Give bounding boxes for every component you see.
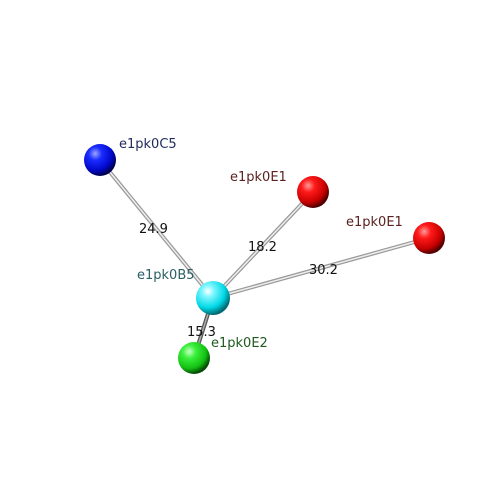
bond-center-c5-highlight [99,159,214,299]
atom-label-c5: e1pk0C5 [119,137,177,152]
atoms [84,144,445,374]
atom-label-e1b: e1pk0E1 [346,215,403,230]
atom-label-e1a: e1pk0E1 [230,170,287,185]
bond-center-e1a-highlight [212,191,314,299]
atom-center[interactable] [196,281,230,315]
distance-label-e1a: 18.2 [248,240,277,255]
atom-c5[interactable] [84,144,116,176]
atom-e2[interactable] [178,342,210,374]
bond-center-e1b-highlight [212,237,430,299]
atom-labels: e1pk0C5 e1pk0E1 e1pk0E1 e1pk0B5 e1pk0E2 [119,137,403,351]
distance-label-e1b: 30.2 [309,263,338,278]
bonds [98,158,431,360]
distance-label-c5: 24.9 [139,222,168,237]
atom-label-center: e1pk0B5 [137,268,195,283]
atom-e1a[interactable] [297,176,329,208]
atom-label-e2: e1pk0E2 [211,336,268,351]
distance-labels: 24.9 18.2 30.2 15.3 [139,222,338,340]
distance-label-e2: 15.3 [187,325,216,340]
atom-e1b[interactable] [413,222,445,254]
